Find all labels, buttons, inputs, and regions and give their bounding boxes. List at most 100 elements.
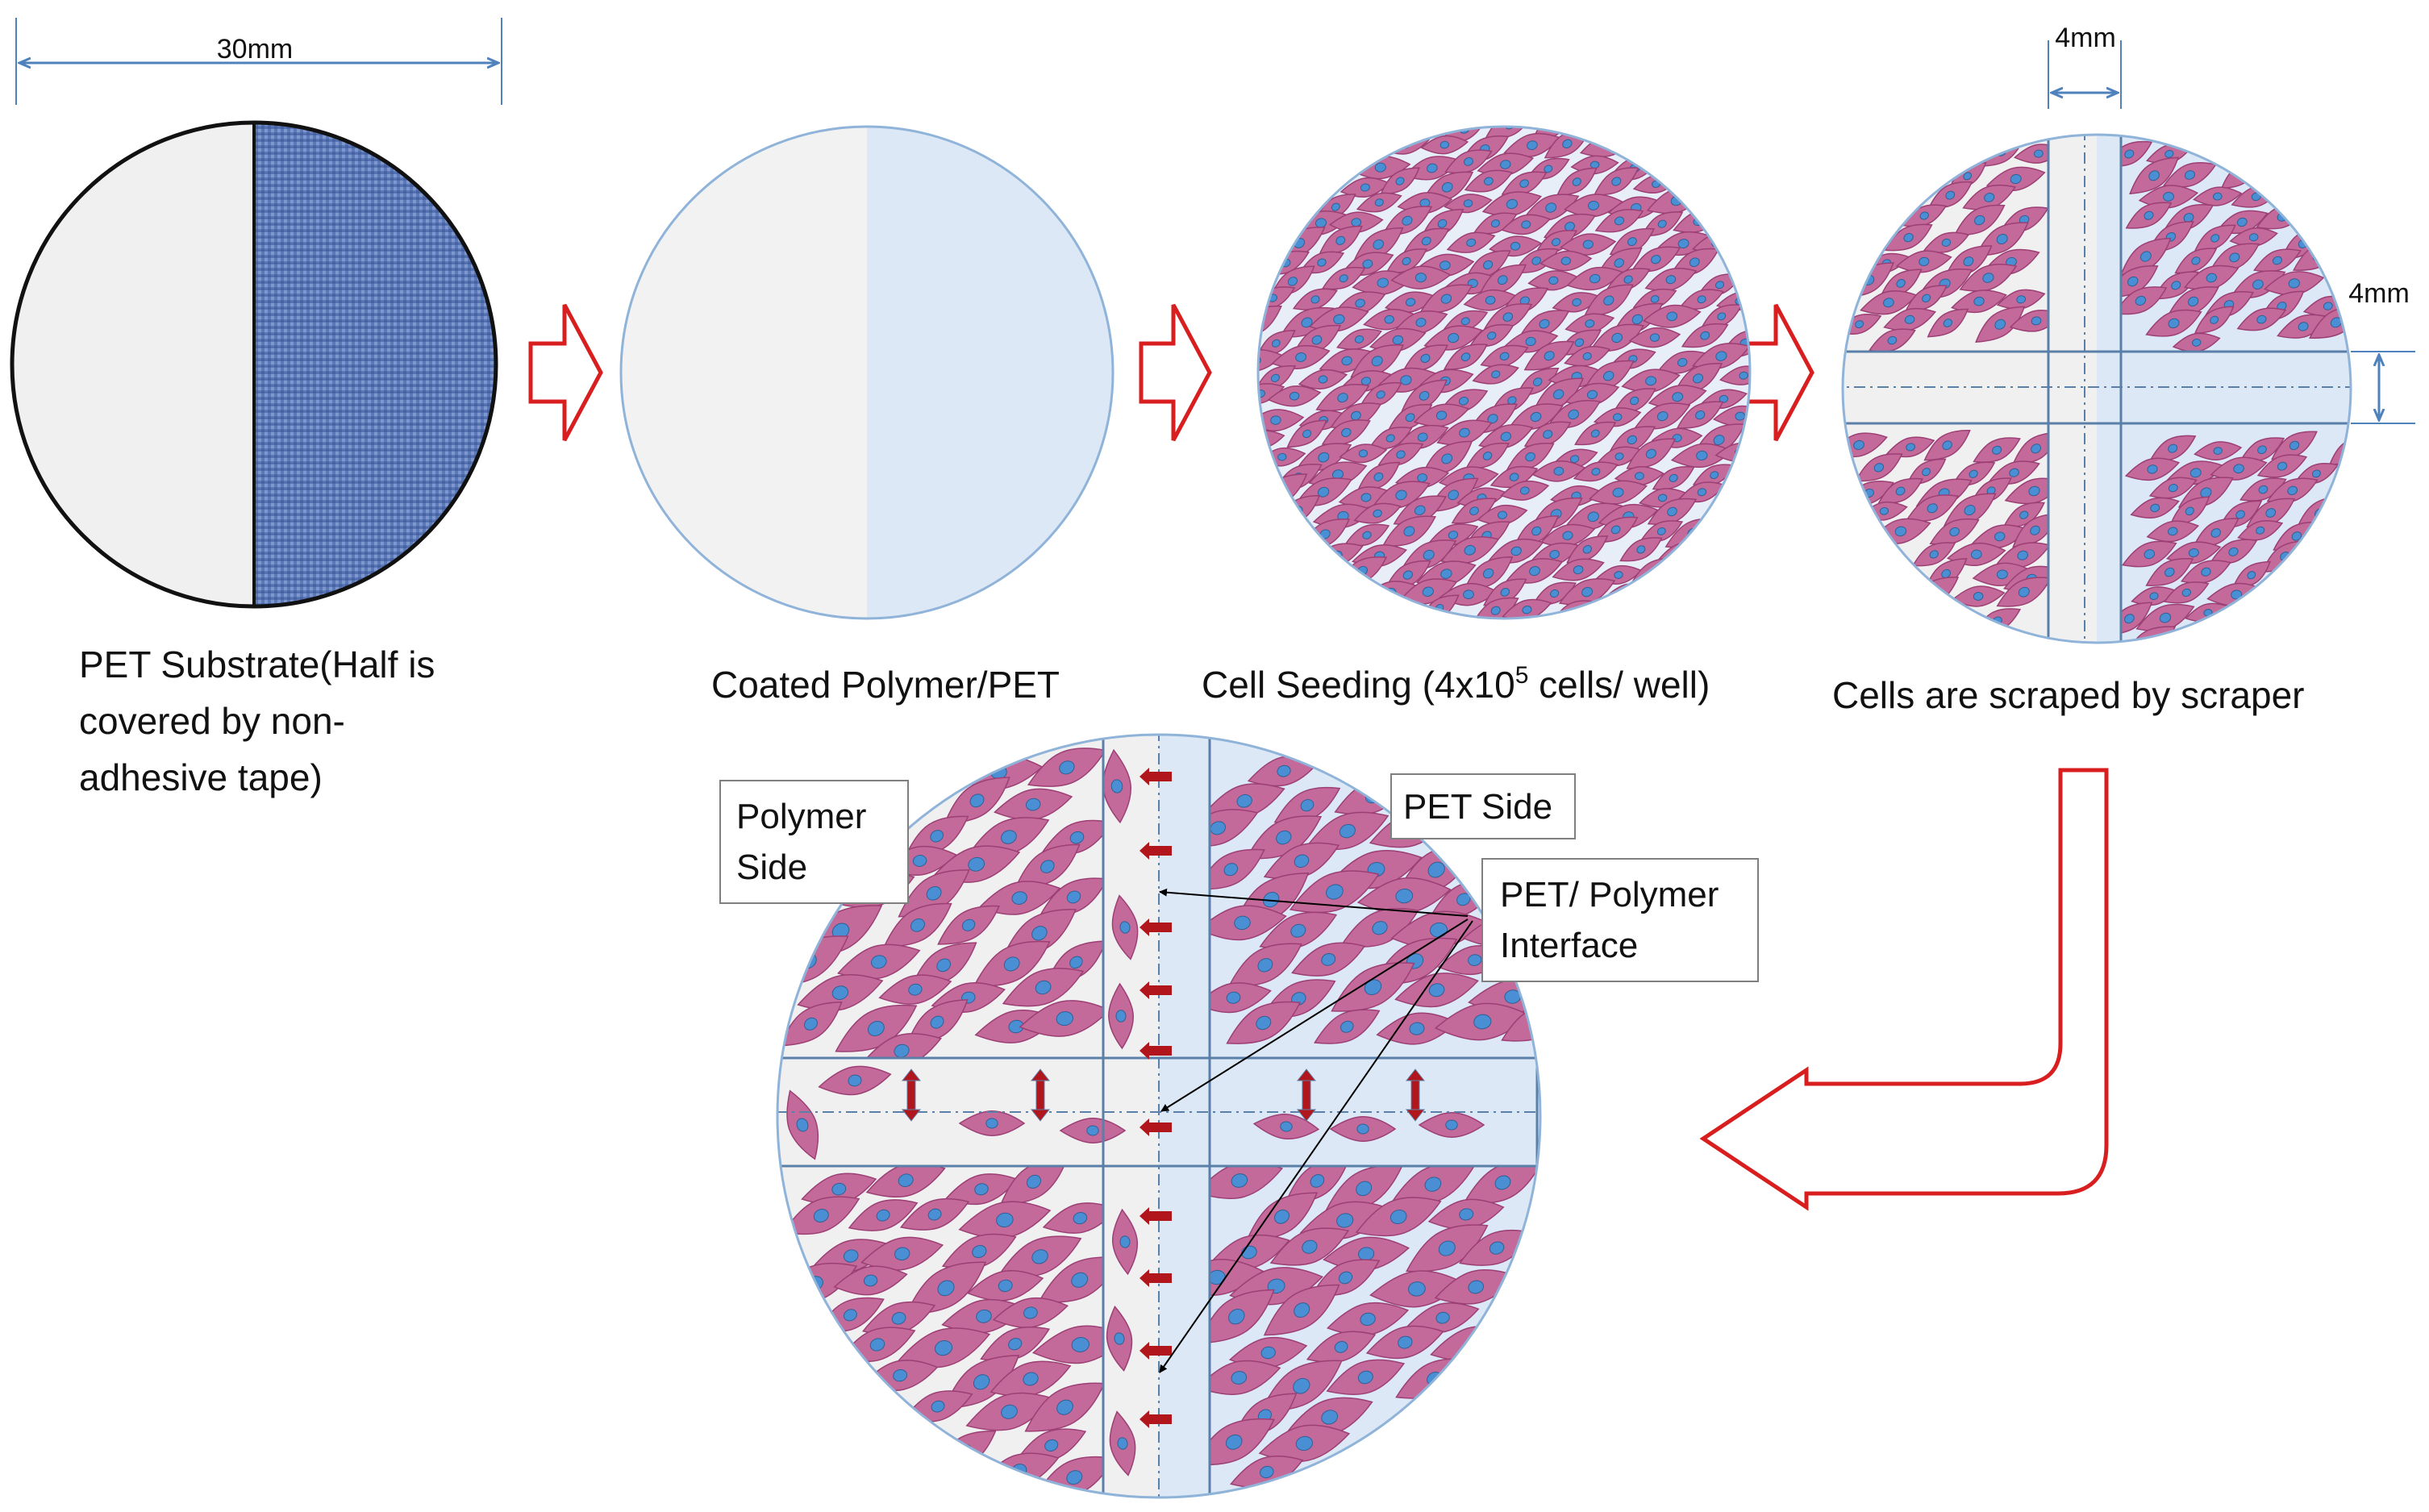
cell xyxy=(1024,1382,1106,1432)
cell xyxy=(1589,323,1645,352)
cell xyxy=(937,905,1000,945)
cell xyxy=(1642,304,1702,328)
cell xyxy=(2163,581,2210,604)
cell xyxy=(2174,248,2218,274)
cell xyxy=(1423,325,1484,351)
cell xyxy=(1451,498,1498,524)
cell xyxy=(1500,480,1550,501)
migration-arrows xyxy=(901,768,1426,1428)
cell xyxy=(1226,1001,1302,1044)
cell xyxy=(2148,435,2197,462)
result-step: Polymer Side PET Side PET/ Polymer Inter… xyxy=(719,733,1759,1499)
migration-arrow xyxy=(1140,1118,1172,1136)
cell xyxy=(1109,1410,1136,1477)
cell xyxy=(1196,848,1265,890)
coated-step: Coated Polymer/PET xyxy=(619,125,1115,706)
cell xyxy=(1390,265,1452,289)
cell xyxy=(786,1089,819,1160)
exposed-half xyxy=(12,123,254,606)
cell xyxy=(1463,1160,1540,1205)
cell xyxy=(2256,454,2308,478)
flow-arrow-1 xyxy=(528,303,603,442)
scraped-disc xyxy=(1841,133,2352,644)
cell xyxy=(2130,497,2180,519)
pet-substrate-label: PET Substrate(Half is covered by non- ad… xyxy=(79,644,445,798)
cell xyxy=(1927,181,1973,210)
pet-side-callout: PET Side xyxy=(1390,773,1576,839)
cell xyxy=(966,1269,1044,1302)
cell xyxy=(1321,266,1366,290)
cell xyxy=(1279,306,1335,338)
migration-arrow xyxy=(1296,1068,1317,1122)
migration-arrow xyxy=(901,1068,922,1122)
cell xyxy=(1634,402,1691,430)
gap-height-label: 4mm xyxy=(2348,278,2410,309)
cell xyxy=(1380,167,1420,195)
cell xyxy=(1632,288,1677,310)
cell xyxy=(1377,442,1424,466)
cell xyxy=(1198,905,1287,941)
cell xyxy=(1292,288,1339,310)
cell xyxy=(1198,1289,1275,1344)
cell xyxy=(2194,441,2243,461)
seeded-cells xyxy=(1258,127,1750,619)
cell xyxy=(1111,1208,1139,1276)
cell xyxy=(1679,289,1724,310)
cell xyxy=(1501,214,1552,235)
cell xyxy=(1631,246,1681,273)
migration-arrow xyxy=(1140,981,1172,999)
cell xyxy=(2230,270,2286,299)
cell xyxy=(1564,502,1623,531)
cell xyxy=(1950,289,2007,314)
cell xyxy=(1621,369,1681,394)
seeded-disc xyxy=(1256,125,1752,620)
polymer-side-callout: Polymer Side xyxy=(719,780,909,904)
scraped-step: 4mm 4mm Cells are scraped by scraper xyxy=(1832,23,2415,716)
cell xyxy=(2148,477,2198,499)
migration-arrow xyxy=(1140,1269,1172,1287)
migration-arrow xyxy=(1140,1042,1172,1060)
width-dimension: 30mm xyxy=(15,18,502,105)
cell xyxy=(1488,538,1544,564)
cell xyxy=(1884,223,1933,252)
cell xyxy=(1539,250,1593,272)
cell xyxy=(1339,444,1388,464)
flow-arrow-3 xyxy=(1741,303,1814,442)
cell xyxy=(2114,286,2168,315)
cell xyxy=(1314,1009,1381,1044)
cell xyxy=(1319,348,1375,373)
cell xyxy=(1434,1269,1518,1305)
cell xyxy=(878,974,952,1005)
cell xyxy=(1443,344,1489,370)
cell xyxy=(906,998,969,1046)
cell xyxy=(1463,289,1518,311)
cell xyxy=(1877,477,1923,505)
cell xyxy=(1398,578,1458,605)
cell xyxy=(883,902,952,948)
cell xyxy=(1263,1284,1340,1336)
cell xyxy=(1227,943,1302,987)
cell xyxy=(1355,1197,1442,1237)
cell xyxy=(1413,403,1470,427)
cell xyxy=(1971,524,2028,549)
width-label: 30mm xyxy=(217,34,293,65)
interface-callout: PET/ Polymer Interface xyxy=(1159,858,1759,1373)
cell xyxy=(1472,364,1519,385)
cell xyxy=(2125,202,2173,229)
cell xyxy=(835,1004,918,1052)
cell xyxy=(1195,982,1272,1014)
cell xyxy=(958,1201,1052,1239)
cell xyxy=(2209,539,2258,564)
pet-substrate-disc xyxy=(10,120,498,609)
gap-height-dimension: 4mm xyxy=(2348,278,2415,424)
cell xyxy=(1855,453,1903,482)
cell xyxy=(1895,250,1952,273)
cell xyxy=(1108,982,1134,1050)
cell xyxy=(1365,1325,1444,1360)
flow-arrow-2 xyxy=(1139,303,1212,442)
cell xyxy=(1331,962,1415,1012)
migration-arrow xyxy=(1405,1068,1426,1122)
svg-text:Polymer Side: Polymer Side xyxy=(736,797,877,887)
cell xyxy=(1464,442,1510,469)
